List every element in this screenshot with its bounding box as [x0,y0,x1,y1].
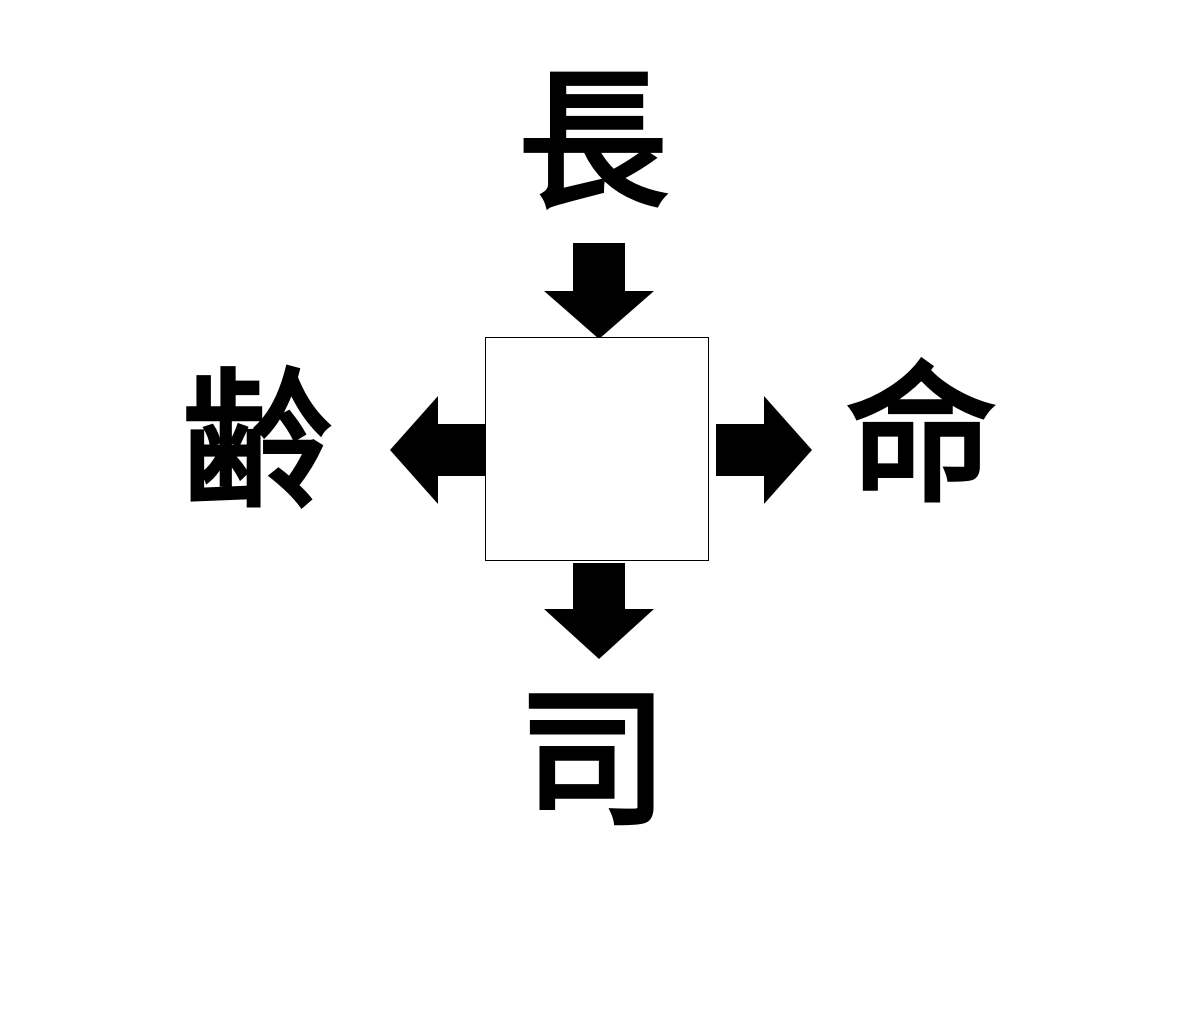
arrow-down-into-box-icon [544,243,654,339]
clue-char-left: 齢 [181,356,332,530]
clue-char-right: 命 [845,350,996,524]
arrow-down-from-box-icon [544,563,654,659]
answer-box[interactable] [485,337,709,561]
clue-char-top: 長 [517,56,668,230]
arrow-right-icon [716,396,812,504]
clue-char-bottom: 司 [517,674,668,848]
arrow-left-icon [390,396,486,504]
